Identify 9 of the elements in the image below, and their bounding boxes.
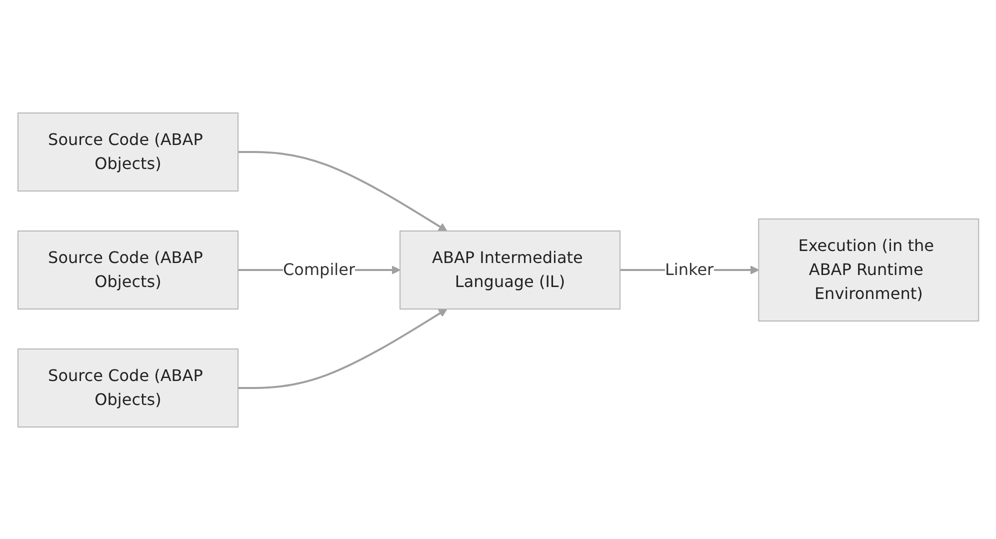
node-box: Source Code (ABAP Objects) [17,348,238,427]
node-box: Execution (in the ABAP Runtime Environment) [758,218,979,321]
edge-label: Linker [664,260,714,278]
arrow [238,308,447,388]
node-box: Source Code (ABAP Objects) [17,230,238,309]
arrow [238,150,447,231]
node-box: Source Code (ABAP Objects) [17,112,238,191]
edge-label: Compiler [282,260,355,278]
node-box: ABAP Intermediate Language (IL) [399,230,620,309]
